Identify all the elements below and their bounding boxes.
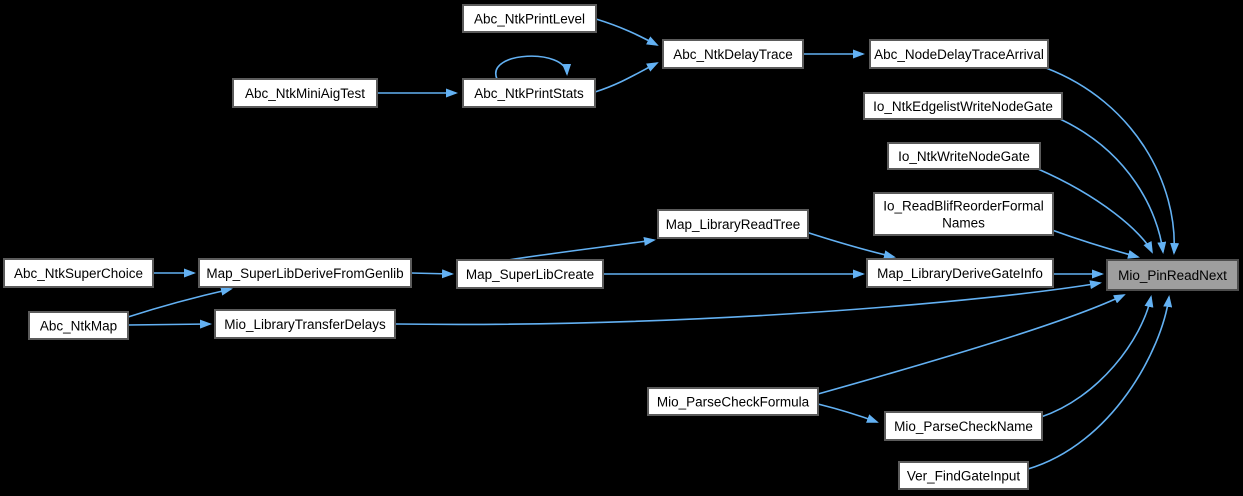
node-label: Names bbox=[942, 215, 985, 230]
node-box-abc-ntkminiaigtest[interactable] bbox=[232, 78, 378, 108]
node-abc-ntkmap[interactable]: Abc_NtkMap bbox=[28, 311, 129, 340]
edge-io-ntkedgelistwritenodegate-to-mio-pinreadnext bbox=[1059, 118, 1167, 254]
node-label: Abc_NtkMiniAigTest bbox=[245, 86, 365, 101]
edge-ver-findgateinput-to-mio-pinreadnext bbox=[1027, 295, 1173, 470]
edge-mio-parsecheckformula-to-mio-parsecheckname bbox=[817, 403, 879, 423]
edge-abc-ntkmap-to-map-superlibderivefromgenlib bbox=[127, 286, 233, 318]
node-map-superlibcreate[interactable]: Map_SuperLibCreate bbox=[456, 259, 604, 289]
node-box-mio-parsecheckname[interactable] bbox=[884, 411, 1043, 441]
node-abc-ntkdelaytrace[interactable]: Abc_NtkDelayTrace bbox=[662, 39, 804, 69]
node-box-abc-ntksuperchoice[interactable] bbox=[3, 258, 154, 288]
node-box-mio-librarytransferdelays[interactable] bbox=[214, 309, 396, 339]
node-box-abc-ntkprintlevel[interactable] bbox=[462, 4, 597, 33]
node-label: Abc_NtkPrintStats bbox=[474, 86, 584, 101]
node-label: Mio_ParseCheckName bbox=[894, 419, 1033, 434]
edge-map-libraryreadtree-to-map-libraryderivegateinfo bbox=[805, 231, 896, 260]
node-label: Mio_ParseCheckFormula bbox=[657, 394, 810, 409]
node-box-abc-ntkprintstats[interactable] bbox=[462, 78, 596, 108]
node-mio-pinreadnext[interactable]: Mio_PinReadNext bbox=[1106, 259, 1239, 291]
node-box-abc-ntkmap[interactable] bbox=[28, 311, 129, 340]
edge-mio-parsecheckname-to-mio-pinreadnext bbox=[1040, 295, 1154, 418]
node-label: Abc_NtkSuperChoice bbox=[14, 266, 143, 281]
node-abc-ntkminiaigtest[interactable]: Abc_NtkMiniAigTest bbox=[232, 78, 378, 108]
node-map-superlibderivefromgenlib[interactable]: Map_SuperLibDeriveFromGenlib bbox=[198, 258, 412, 288]
node-box-ver-findgateinput[interactable] bbox=[898, 461, 1029, 490]
node-abc-ntkprintlevel[interactable]: Abc_NtkPrintLevel bbox=[462, 4, 597, 33]
node-abc-nodedelaytracearrival[interactable]: Abc_NodeDelayTraceArrival bbox=[869, 39, 1049, 69]
node-label: Abc_NodeDelayTraceArrival bbox=[874, 47, 1044, 62]
node-mio-parsecheckformula[interactable]: Mio_ParseCheckFormula bbox=[647, 387, 819, 416]
edge-abc-ntkprintstats-to-abc-ntkdelaytrace bbox=[594, 62, 659, 93]
node-label: Map_LibraryDeriveGateInfo bbox=[877, 266, 1043, 281]
edge-abc-ntkprintstats-to-abc-ntkprintstats bbox=[495, 55, 572, 80]
node-mio-librarytransferdelays[interactable]: Mio_LibraryTransferDelays bbox=[214, 309, 396, 339]
node-box-io-ntkedgelistwritenodegate[interactable] bbox=[863, 92, 1063, 120]
node-box-map-superlibderivefromgenlib[interactable] bbox=[198, 258, 412, 288]
node-mio-parsecheckname[interactable]: Mio_ParseCheckName bbox=[884, 411, 1043, 441]
node-box-map-superlibcreate[interactable] bbox=[456, 259, 604, 289]
node-label: Abc_NtkMap bbox=[40, 318, 117, 333]
node-box-io-readblifreorderformalnames[interactable] bbox=[873, 192, 1054, 236]
node-label: Abc_NtkPrintLevel bbox=[474, 11, 585, 26]
node-label: Abc_NtkDelayTrace bbox=[673, 47, 793, 62]
edge-io-readblifreorderformalnames-to-mio-pinreadnext bbox=[1051, 229, 1140, 259]
edge-abc-ntkprintlevel-to-abc-ntkdelaytrace bbox=[595, 18, 659, 46]
edge-mio-librarytransferdelays-to-mio-pinreadnext bbox=[394, 280, 1102, 326]
node-io-ntkedgelistwritenodegate[interactable]: Io_NtkEdgelistWriteNodeGate bbox=[863, 92, 1063, 120]
node-map-libraryderivegateinfo[interactable]: Map_LibraryDeriveGateInfo bbox=[866, 258, 1054, 288]
edge-io-ntkwritenodegate-to-mio-pinreadnext bbox=[1037, 168, 1153, 254]
node-label: Ver_FindGateInput bbox=[907, 468, 1021, 483]
node-label: Map_SuperLibDeriveFromGenlib bbox=[206, 266, 403, 281]
node-box-map-libraryreadtree[interactable] bbox=[657, 209, 809, 239]
node-abc-ntkprintstats[interactable]: Abc_NtkPrintStats bbox=[462, 78, 596, 108]
node-map-libraryreadtree[interactable]: Map_LibraryReadTree bbox=[657, 209, 809, 239]
node-box-abc-ntkdelaytrace[interactable] bbox=[662, 39, 804, 69]
node-io-ntkwritenodegate[interactable]: Io_NtkWriteNodeGate bbox=[887, 142, 1041, 170]
node-abc-ntksuperchoice[interactable]: Abc_NtkSuperChoice bbox=[3, 258, 154, 288]
node-box-io-ntkwritenodegate[interactable] bbox=[887, 142, 1041, 170]
edge-map-superlibderivefromgenlib-to-map-superlibcreate bbox=[410, 269, 454, 279]
edge-map-superlibcreate-to-map-libraryreadtree bbox=[507, 236, 656, 261]
node-label: Mio_LibraryTransferDelays bbox=[224, 317, 386, 332]
node-label: Map_LibraryReadTree bbox=[666, 217, 801, 232]
node-box-abc-nodedelaytracearrival[interactable] bbox=[869, 39, 1049, 69]
node-label: Map_SuperLibCreate bbox=[466, 267, 594, 282]
edge-abc-ntkmap-to-mio-librarytransferdelays bbox=[127, 319, 212, 329]
edge-mio-parsecheckformula-to-mio-pinreadnext bbox=[817, 294, 1126, 395]
node-ver-findgateinput[interactable]: Ver_FindGateInput bbox=[898, 461, 1029, 490]
edge-abc-nodedelaytracearrival-to-mio-pinreadnext bbox=[1045, 67, 1180, 255]
node-box-map-libraryderivegateinfo[interactable] bbox=[866, 258, 1054, 288]
node-label: Io_ReadBlifReorderFormal bbox=[883, 198, 1044, 213]
node-box-mio-parsecheckformula[interactable] bbox=[647, 387, 819, 416]
node-box-mio-pinreadnext[interactable] bbox=[1106, 259, 1239, 291]
node-label: Io_NtkWriteNodeGate bbox=[898, 149, 1030, 164]
node-label: Io_NtkEdgelistWriteNodeGate bbox=[873, 99, 1053, 114]
node-label: Mio_PinReadNext bbox=[1118, 268, 1227, 283]
